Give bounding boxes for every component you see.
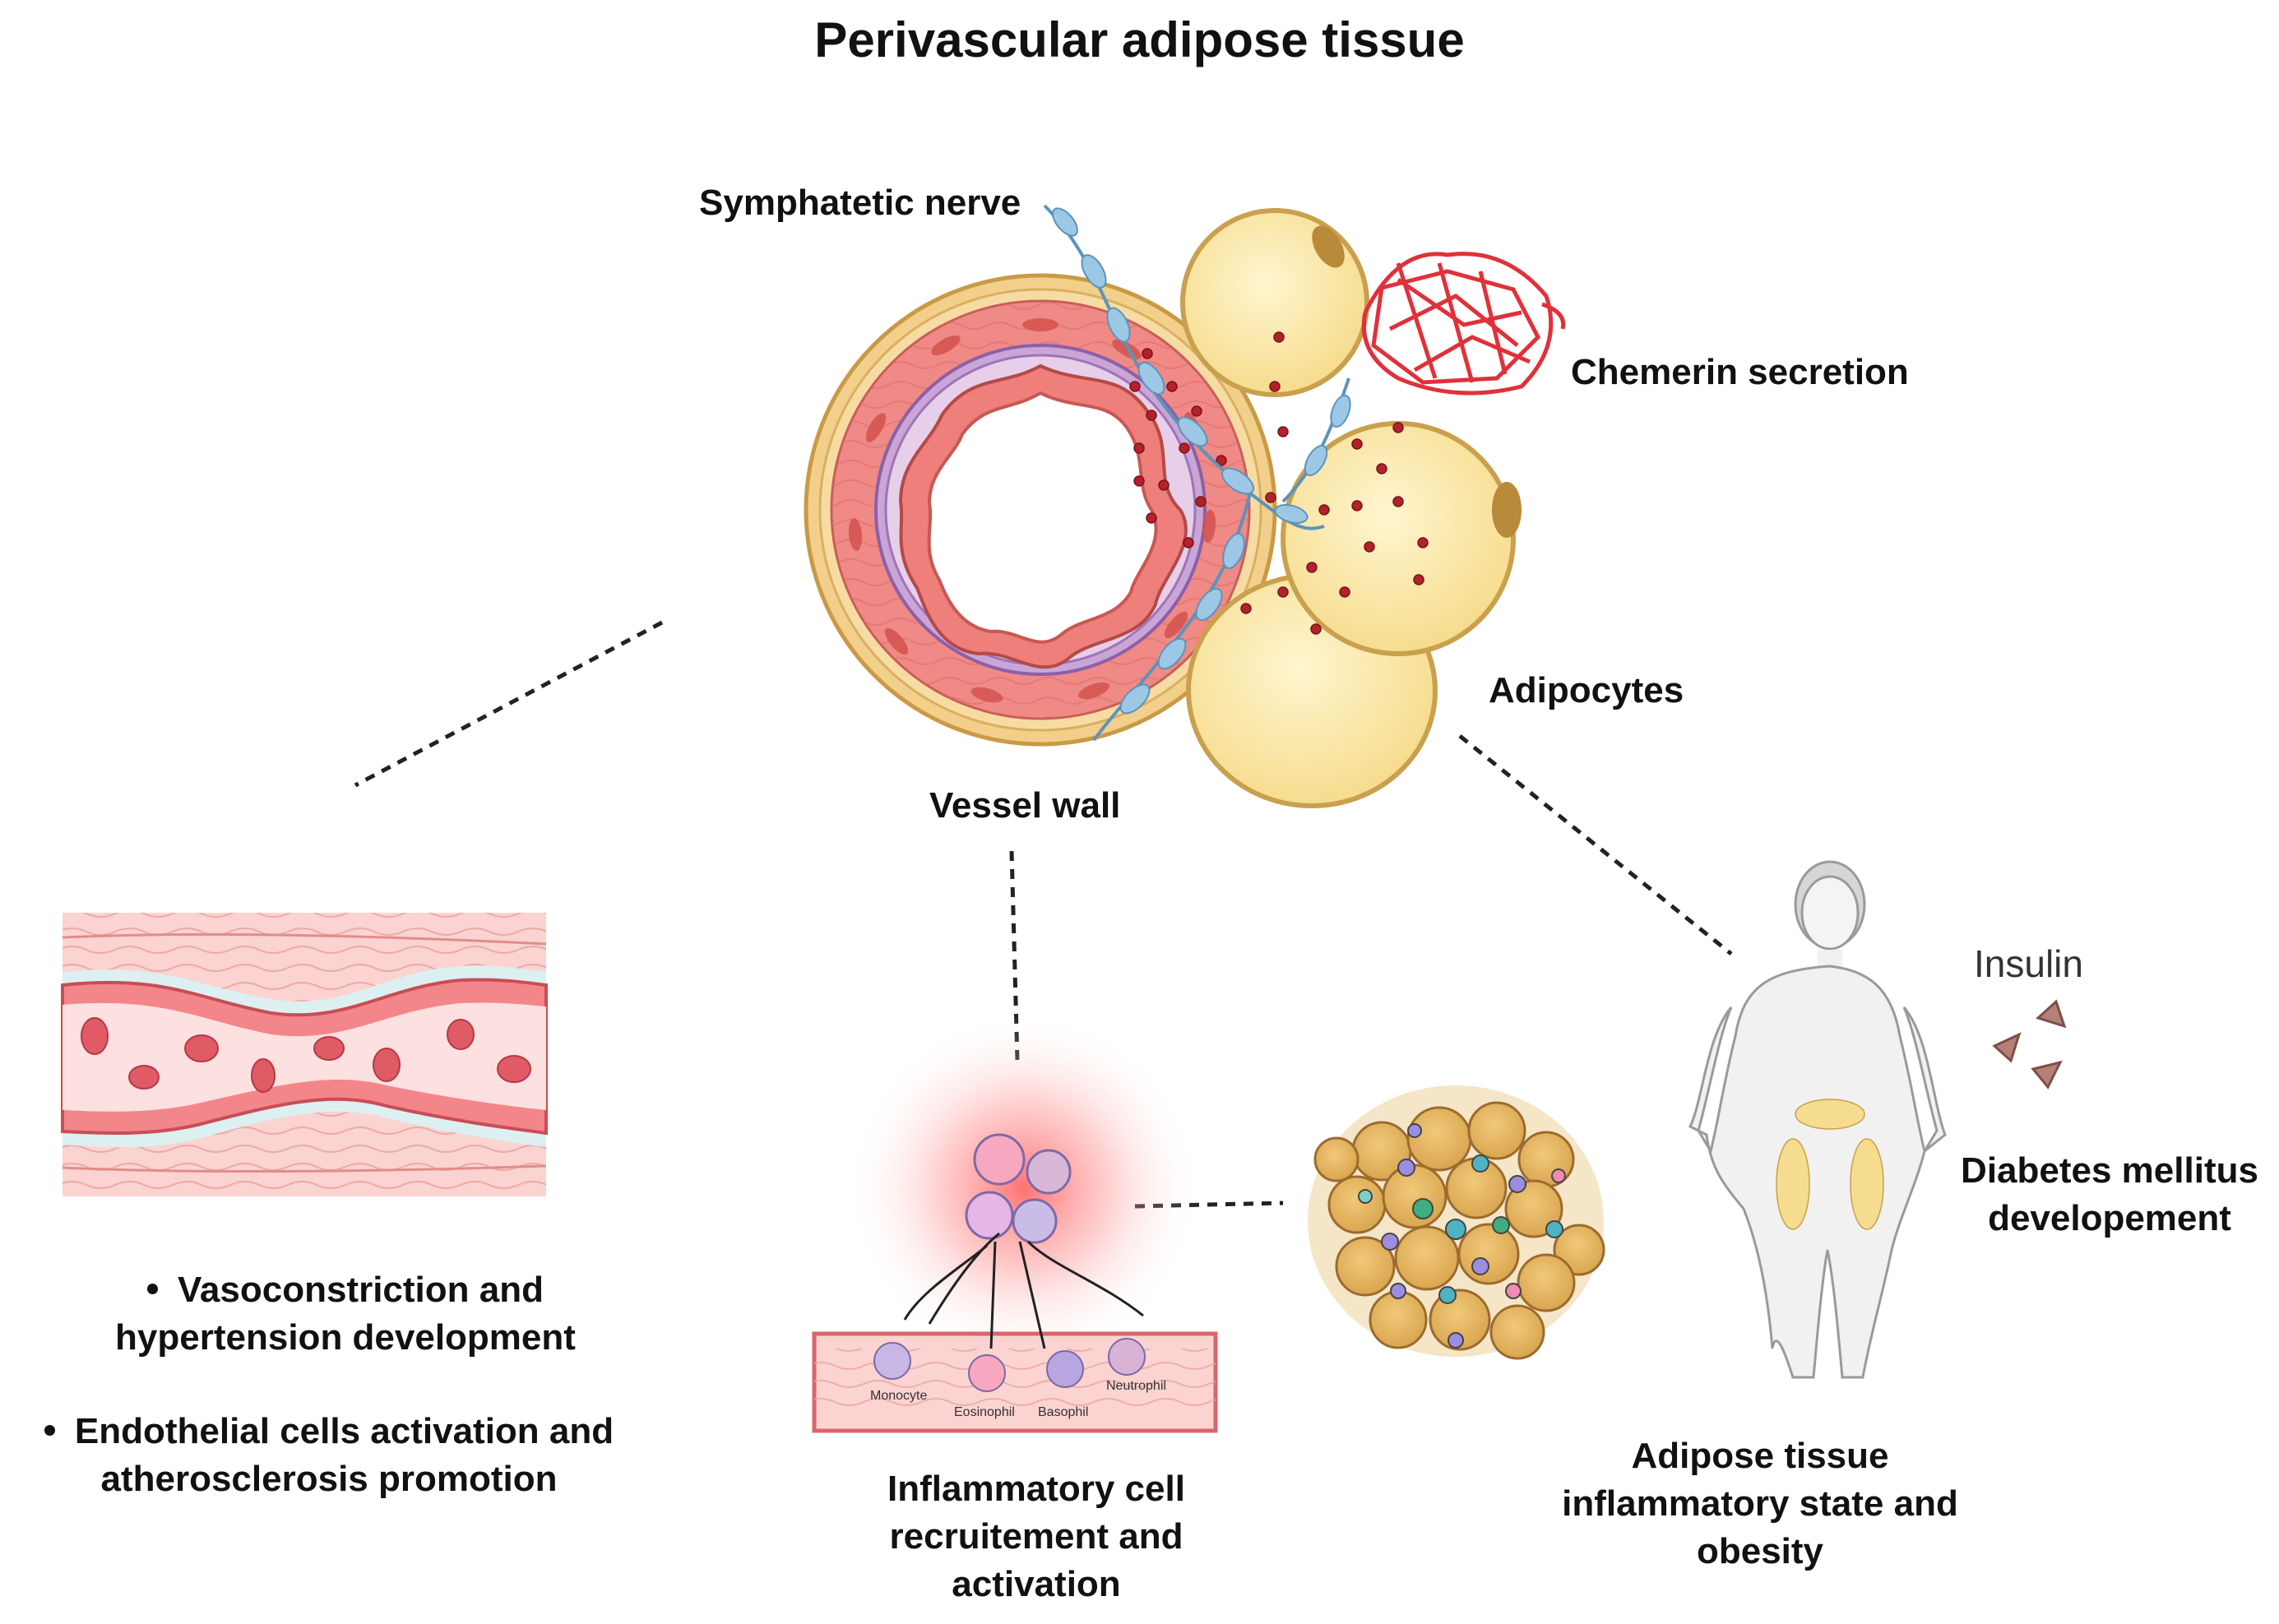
cell-label-eosinophil: Eosinophil — [954, 1405, 1015, 1419]
outcome-diabetes-line: developement — [1988, 1198, 2231, 1238]
page-title: Perivascular adipose tissue — [814, 12, 1465, 67]
human-figure — [1688, 860, 1947, 1379]
bullet-dot — [147, 1283, 158, 1294]
label-vessel-wall: Vessel wall — [929, 785, 1121, 826]
outcome-adipose-line: Adipose tissue — [1631, 1436, 1889, 1476]
bullet-endothelial: Endothelial cells activation and atheros… — [0, 1408, 658, 1503]
adipocyte-cluster — [1180, 208, 1522, 808]
bullet-text: atherosclerosis promotion — [100, 1459, 558, 1499]
bullet-text: Endothelial cells activation and — [74, 1411, 614, 1451]
outcome-adipose-inflammation: Adipose tissue inflammatory state and ob… — [1497, 1432, 2023, 1575]
outcome-inflam-line: activation — [952, 1564, 1121, 1604]
cell-label-basophil: Basophil — [1038, 1405, 1088, 1419]
cell-label-neutrophil: Neutrophil — [1106, 1379, 1166, 1393]
label-sympathetic-nerve: Symphatetic nerve — [699, 183, 1021, 223]
label-adipocytes: Adipocytes — [1489, 670, 1684, 710]
outcome-inflam-line: Inflammatory cell — [887, 1469, 1185, 1509]
bullet-vasoconstriction: Vasoconstriction and hypertension develo… — [49, 1266, 642, 1362]
vessel-longitudinal — [61, 913, 548, 1196]
vessel-cross-section — [804, 273, 1277, 747]
label-chemerin-secretion: Chemerin secretion — [1571, 352, 1909, 392]
sympathetic-nerve — [1043, 204, 1351, 742]
outcome-adipose-line: inflammatory state and — [1562, 1483, 1958, 1524]
inflammation-scene: Monocyte Eosinophil Basophil Neutrophil — [812, 1011, 1218, 1433]
adipose-tissue-cluster — [1308, 1085, 1605, 1360]
outcome-diabetes-line: Diabetes mellitus — [1961, 1150, 2258, 1191]
chemerin-protein — [1361, 252, 1566, 396]
bullet-text: hypertension development — [115, 1317, 576, 1358]
outcome-adipose-line: obesity — [1696, 1531, 1824, 1571]
outcome-diabetes: Diabetes mellitus developement — [1933, 1147, 2279, 1242]
chemerin-particles — [1129, 331, 1429, 635]
outcome-inflam-line: recruitement and — [889, 1516, 1184, 1557]
bullet-text: Vasoconstriction and — [178, 1270, 544, 1310]
label-insulin: Insulin — [1974, 942, 2083, 985]
bullet-dot — [44, 1424, 55, 1436]
outcome-inflammatory-recruitment: Inflammatory cell recruitement and activ… — [822, 1465, 1250, 1608]
insulin-molecules — [1992, 999, 2067, 1090]
cell-label-monocyte: Monocyte — [870, 1389, 927, 1403]
